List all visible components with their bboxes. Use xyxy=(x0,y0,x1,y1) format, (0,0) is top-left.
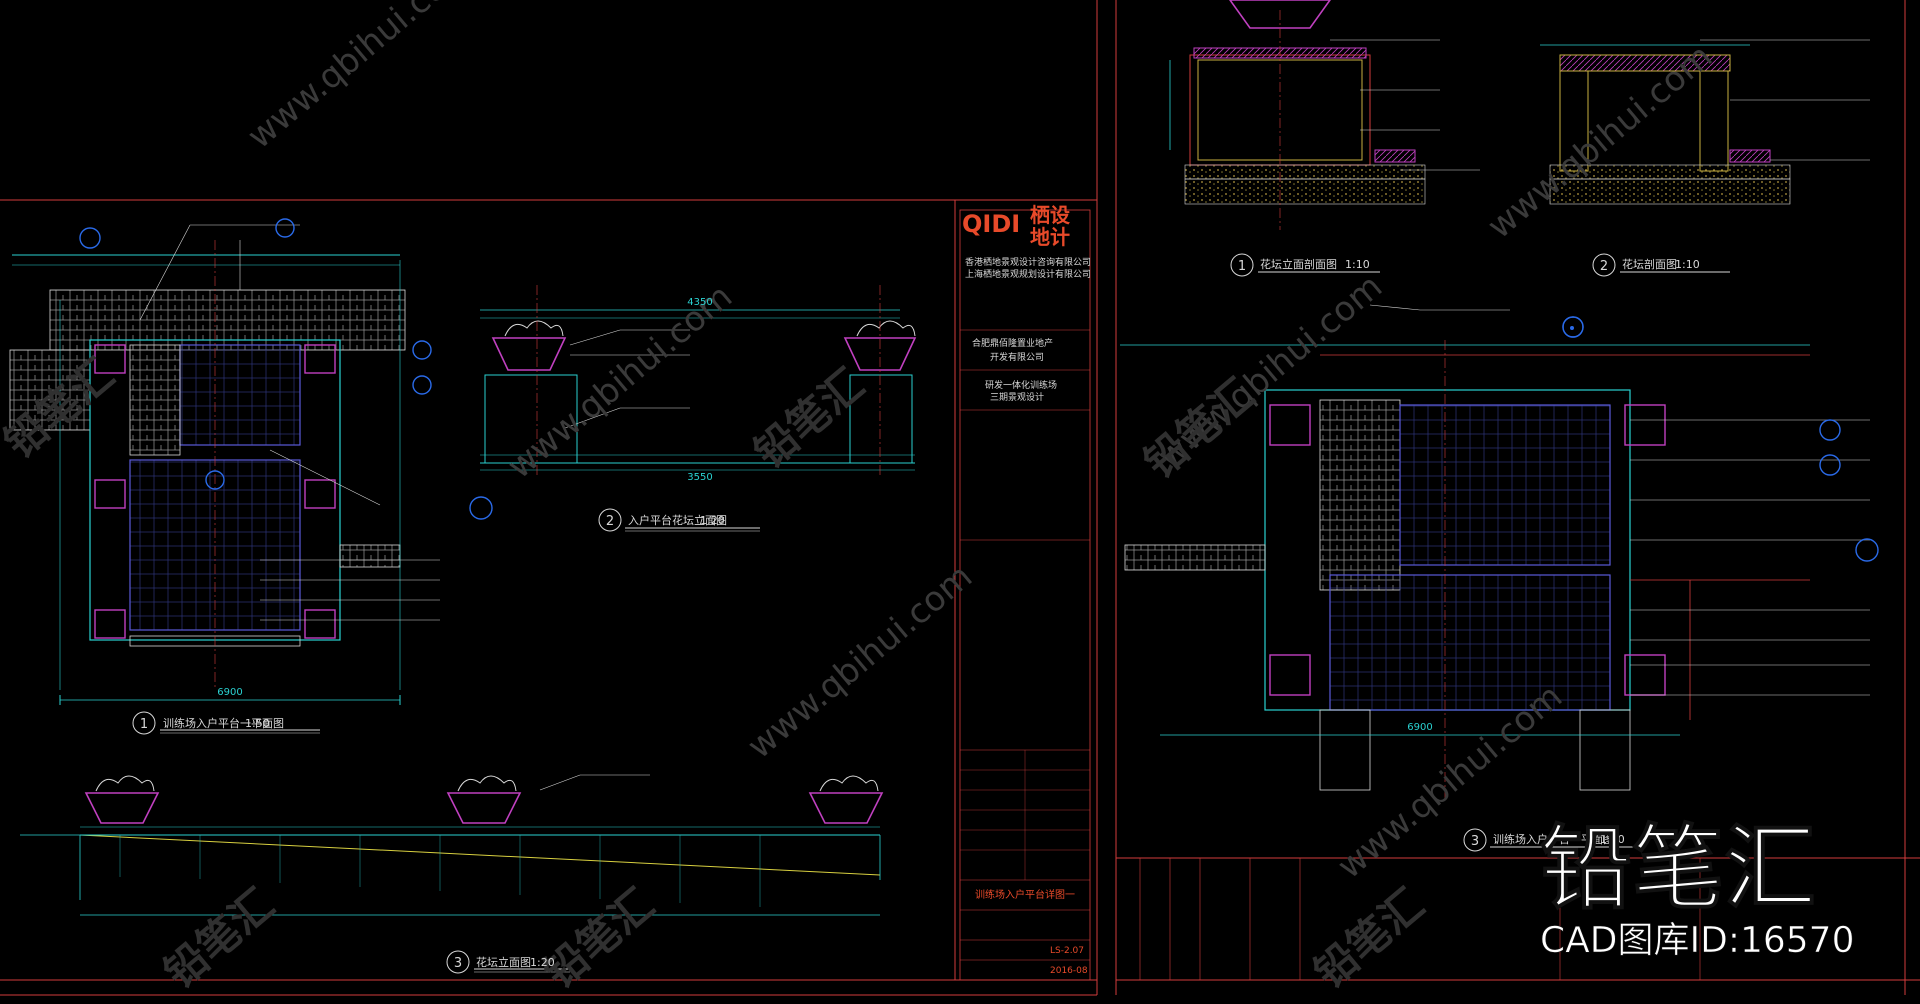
right-width-dim: 6900 xyxy=(1407,722,1432,733)
sheet-date: 2016-08 xyxy=(1050,966,1088,976)
right2-scale: 1:10 xyxy=(1675,258,1700,271)
right2-number: 2 xyxy=(1600,259,1608,274)
company-name-1: 香港栖地景观设计咨询有限公司 xyxy=(965,256,1091,268)
view1-scale: 1:50 xyxy=(245,717,270,730)
view2-scale: 1:20 xyxy=(700,514,725,527)
watermark-url-3: www.qbihui.com xyxy=(740,556,980,766)
right3-number: 3 xyxy=(1471,834,1479,849)
right2-title: 花坛剖面图 xyxy=(1622,257,1677,271)
right3-plan xyxy=(1120,304,1879,852)
project-name-2: 三期景观设计 xyxy=(990,391,1044,403)
brand-latin: QIDI xyxy=(962,210,1020,238)
right1-scale: 1:10 xyxy=(1345,258,1370,271)
view3-scale: 1:20 xyxy=(530,956,555,969)
brand-cn-top: 栖设 xyxy=(1030,203,1070,227)
view1-number: 1 xyxy=(140,717,148,732)
plan-width-dim: 6900 xyxy=(217,687,242,698)
right1-title: 花坛立面剖面图 xyxy=(1260,257,1337,271)
right1-section xyxy=(1169,0,1480,277)
view1-plan xyxy=(9,218,493,705)
view2-number: 2 xyxy=(606,514,614,529)
watermark-caption: CAD图库ID:16570 xyxy=(1540,920,1854,961)
right3-title: 训练场入户平台一平面图 xyxy=(1493,832,1614,846)
watermark-logo: 铅笔汇 CAD图库ID:16570 xyxy=(1540,815,1855,962)
client-name-2: 开发有限公司 xyxy=(990,351,1044,363)
view3-left-elevation xyxy=(20,774,884,974)
watermark-brand-main: 铅笔汇 xyxy=(1540,815,1816,922)
sheet-number: LS-2.07 xyxy=(1050,946,1084,956)
company-name-2: 上海栖地景观规划设计有限公司 xyxy=(965,268,1091,280)
elev-inner-dim: 3550 xyxy=(687,472,712,483)
watermark-brand-2: 铅笔汇 xyxy=(745,359,873,478)
watermark-url-1: www.qbihui.com xyxy=(240,0,480,157)
watermark-url-2: www.qbihui.com xyxy=(500,276,740,486)
view1-title: 训练场入户平台一平面图 xyxy=(163,716,284,730)
sheet-title: 训练场入户平台详图一 xyxy=(975,888,1075,901)
titleblock-left xyxy=(959,209,1091,981)
right1-number: 1 xyxy=(1238,259,1246,274)
brand-cn-bottom: 地计 xyxy=(1030,225,1070,249)
view2-elevation xyxy=(480,285,917,532)
client-name-1: 合肥鼎佰隆置业地产 xyxy=(972,337,1053,349)
view2-title: 入户平台花坛立面图 xyxy=(628,513,727,527)
elev-width-dim: 4350 xyxy=(687,297,712,308)
view3-title: 花坛立面图 xyxy=(476,955,531,969)
right2-section xyxy=(1540,39,1870,277)
view1-label xyxy=(132,711,320,735)
project-name-1: 研发一体化训练场 xyxy=(985,379,1057,391)
titleblock-right xyxy=(1139,858,1701,980)
view3-number: 3 xyxy=(454,956,462,971)
watermark-brand-3: 铅笔汇 xyxy=(1135,369,1263,488)
right3-scale: 1:50 xyxy=(1600,833,1625,846)
